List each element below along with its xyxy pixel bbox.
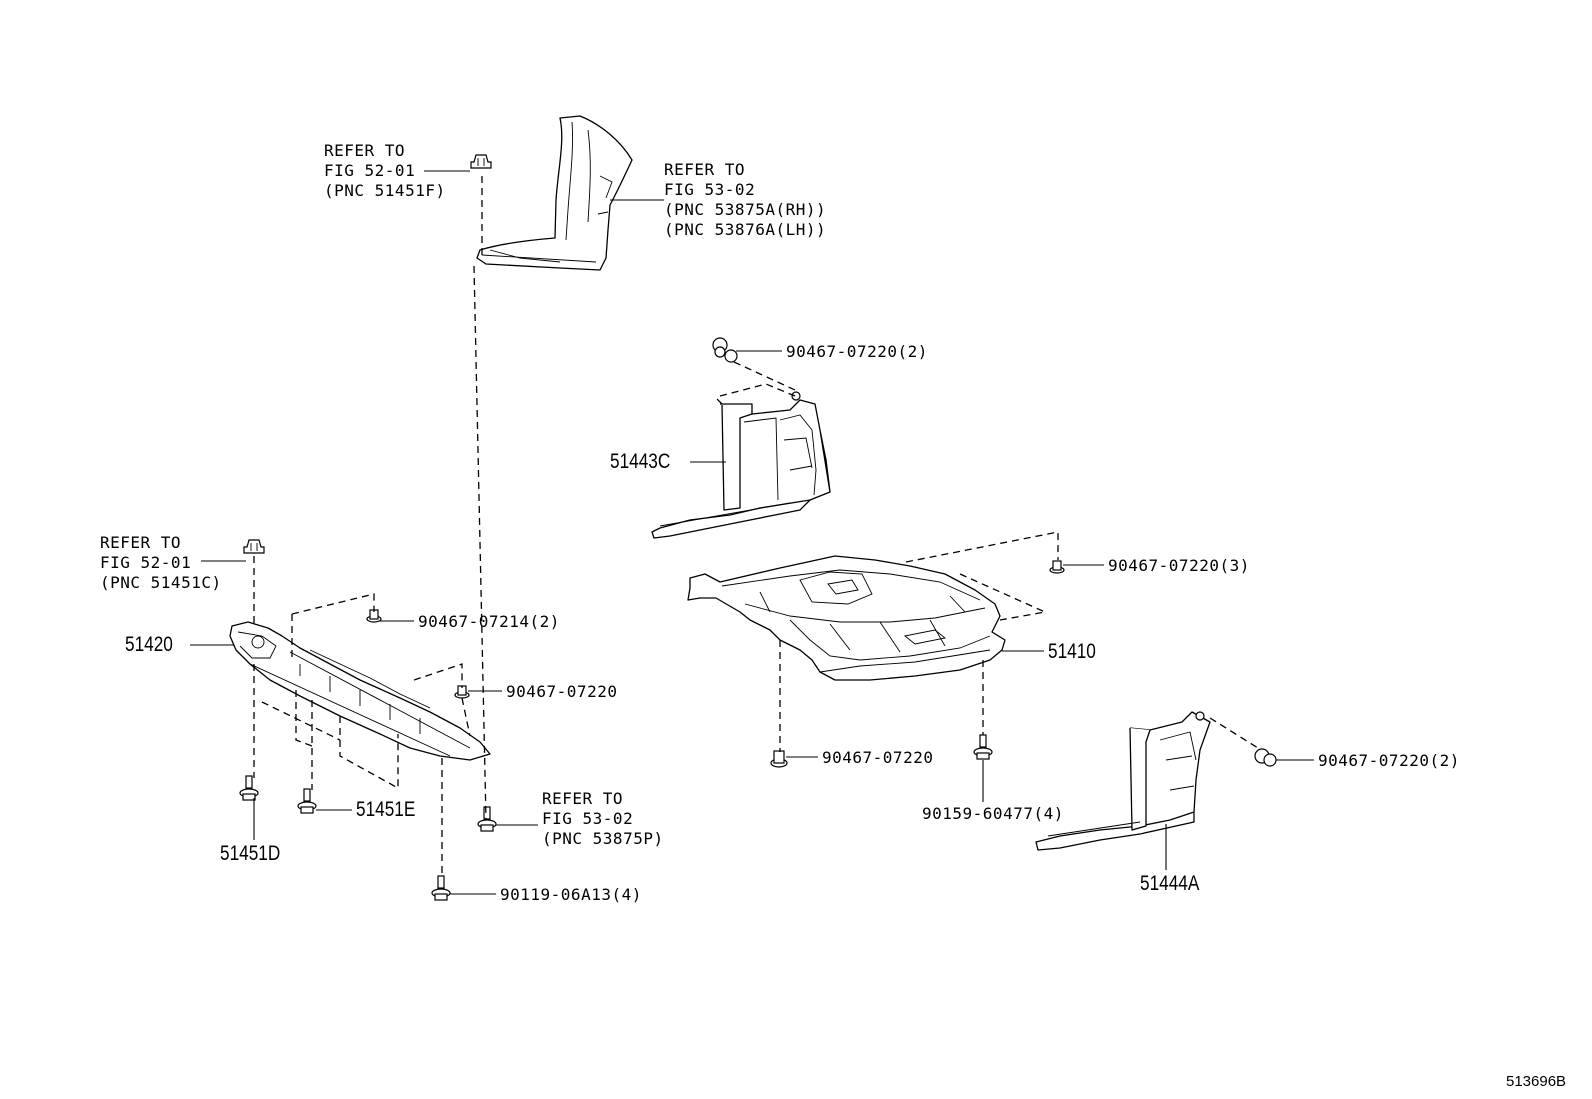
assembly-dashed-lines [253, 176, 1259, 878]
leader-lines [190, 170, 1314, 895]
bolt-icon [477, 806, 497, 832]
refer-line: (PNC 51451C) [100, 573, 222, 592]
refer-line: FIG 53-02 [664, 180, 756, 199]
fastener-label: 90467-07220(3) [1108, 556, 1250, 575]
part-number-51451e: 51451E [356, 798, 416, 821]
clip-icon [243, 539, 265, 554]
fastener-label: 90467-07220 [506, 682, 618, 701]
refer-note-fig-52-01-left: REFER TO FIG 52-01 (PNC 51451C) [100, 533, 222, 593]
fastener-label: 90467-07220(2) [1318, 751, 1460, 770]
fastener-label: 90119-06A13(4) [500, 885, 642, 904]
refer-line: FIG 53-02 [542, 809, 634, 828]
grommet-icon [1049, 560, 1065, 574]
refer-line: REFER TO [100, 533, 182, 552]
front-spoiler-51420-illustration [229, 621, 491, 761]
fastener-label: 90467-07214(2) [418, 612, 560, 631]
refer-line: (PNC 53875A(RH)) [664, 200, 827, 219]
bolt-icon [973, 734, 993, 760]
refer-line: REFER TO [324, 141, 406, 160]
part-number-51451d: 51451D [220, 842, 281, 865]
clip-icon [470, 154, 492, 169]
refer-note-fig-53-02-bottom: REFER TO FIG 53-02 (PNC 53875P) [542, 789, 664, 849]
part-number-51443c: 51443C [610, 450, 671, 473]
part-number-51410: 51410 [1048, 640, 1096, 663]
fender-liner-illustration [476, 115, 633, 271]
bolt-icon [297, 788, 317, 814]
refer-note-fig-52-01-top: REFER TO FIG 52-01 (PNC 51451F) [324, 141, 446, 201]
part-number-51444a: 51444A [1140, 872, 1200, 895]
grommet-icon [770, 750, 788, 768]
refer-line: FIG 52-01 [100, 553, 192, 572]
diagram-id: 513696B [1506, 1073, 1567, 1090]
grommet-icon [712, 337, 738, 363]
fastener-label: 90467-07220(2) [786, 342, 928, 361]
engine-undercover-51410-illustration [687, 555, 1006, 681]
grommet-icon [1254, 748, 1277, 767]
fastener-label: 90467-07220 [822, 748, 934, 767]
refer-note-fig-53-02-top: REFER TO FIG 53-02 (PNC 53875A(RH)) (PNC… [664, 160, 826, 240]
fastener-label: 90159-60477(4) [922, 804, 1064, 823]
part-number-51420: 51420 [125, 633, 173, 656]
bracket-51444a-illustration [1035, 711, 1211, 851]
refer-line: FIG 52-01 [324, 161, 416, 180]
bolt-icon [239, 775, 259, 801]
bolt-icon [431, 875, 451, 901]
refer-line: (PNC 53875P) [542, 829, 664, 848]
refer-line: REFER TO [542, 789, 624, 808]
bracket-51443c-illustration [651, 391, 831, 539]
refer-line: (PNC 53876A(LH)) [664, 220, 827, 239]
refer-line: REFER TO [664, 160, 746, 179]
grommet-icon [366, 609, 382, 623]
refer-line: (PNC 51451F) [324, 181, 446, 200]
